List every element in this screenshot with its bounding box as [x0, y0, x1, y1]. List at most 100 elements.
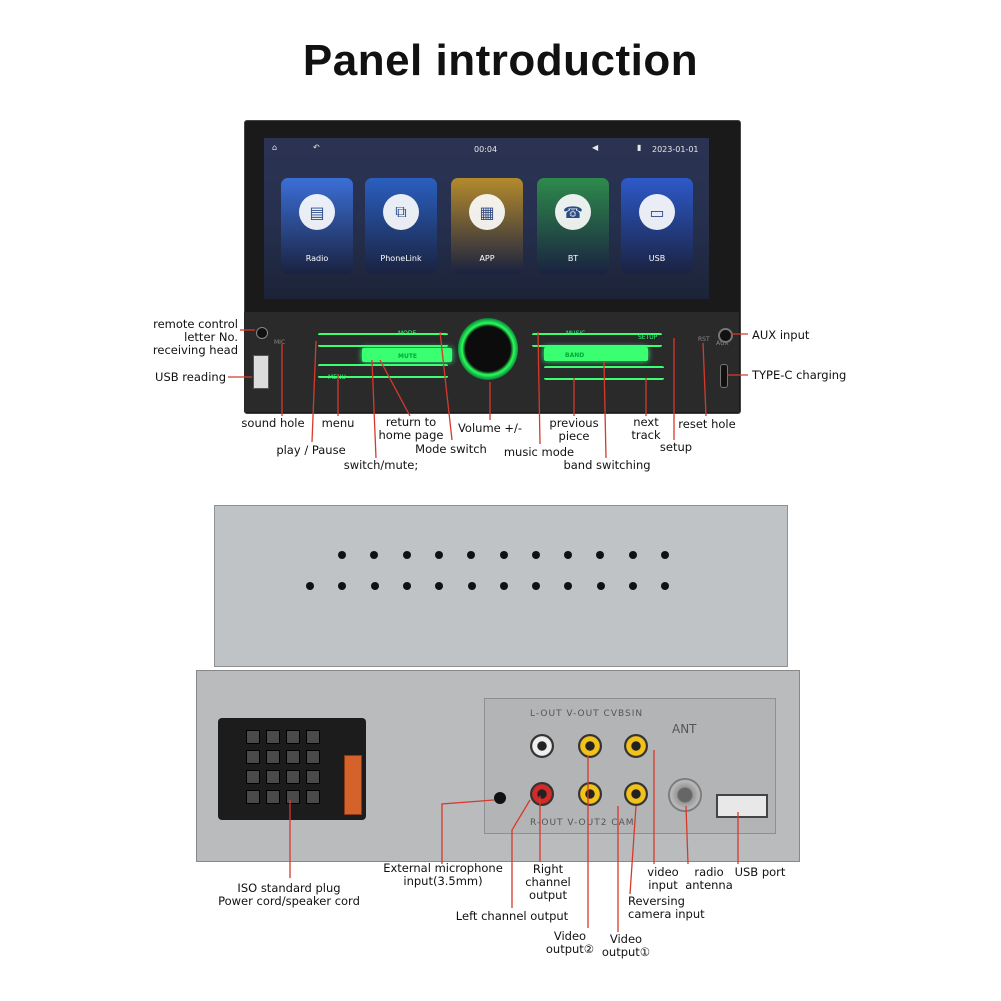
app-tile-app[interactable]: ▦ APP: [451, 178, 523, 274]
vent-hole: [661, 582, 670, 590]
status-date: 2023-01-01: [652, 145, 699, 154]
aux-jack[interactable]: [718, 328, 733, 343]
vent-hole: [370, 551, 379, 559]
vent-hole: [499, 551, 508, 559]
label-remote: remote control letter No. receiving head: [152, 317, 238, 357]
label-usb-port: USB port: [734, 865, 786, 879]
iso-pin: [306, 790, 320, 804]
page-title: Panel introduction: [302, 36, 699, 85]
label-aux-input: AUX input: [752, 328, 810, 342]
rca-camera-in[interactable]: [624, 782, 648, 806]
label-play-pause: play / Pause: [276, 443, 346, 457]
usb-icon: ▭: [639, 194, 675, 230]
home-icon[interactable]: ⌂: [272, 143, 278, 152]
usb-port[interactable]: [716, 794, 768, 818]
label-video2: Video output②: [545, 929, 595, 956]
io-top-marks: L-OUT V-OUT CVBSIN: [530, 709, 644, 719]
label-usb-reading: USB reading: [155, 370, 226, 384]
label-setup: setup: [659, 440, 693, 454]
setup-tag: SETUP: [638, 334, 658, 341]
vent-hole: [629, 582, 637, 590]
label-volume: Volume +/-: [457, 421, 523, 435]
app-label: APP: [479, 254, 495, 263]
app-grid-icon: ▦: [469, 194, 505, 230]
vent-hole: [661, 551, 669, 559]
vent-hole: [306, 582, 314, 590]
rca-left-out[interactable]: [530, 734, 554, 758]
vent-hole: [467, 582, 476, 590]
vent-hole: [338, 551, 346, 559]
label-menu: menu: [321, 416, 355, 430]
vent-hole: [434, 551, 443, 559]
label-reversing: Reversing camera input: [628, 894, 705, 921]
iso-pin: [266, 770, 280, 784]
iso-pin: [286, 730, 300, 744]
usb-slot[interactable]: [253, 355, 269, 389]
rca-video-out2[interactable]: [578, 734, 602, 758]
vent-hole: [370, 582, 379, 590]
rca-video-in[interactable]: [624, 734, 648, 758]
label-band-switching: band switching: [563, 458, 651, 472]
back-icon[interactable]: ↶: [313, 143, 320, 152]
iso-pin: [286, 770, 300, 784]
vent-hole: [596, 551, 605, 559]
iso-pin: [306, 750, 320, 764]
band-tag: BAND: [565, 352, 585, 359]
app-label: BT: [567, 254, 579, 263]
mute-tag: MUTE: [398, 353, 418, 360]
mic-jack[interactable]: [494, 792, 506, 804]
vent-hole: [596, 582, 605, 590]
vent-hole: [564, 551, 573, 559]
vent-hole: [467, 551, 476, 559]
mode-tag: MODE: [398, 330, 417, 337]
app-tile-usb[interactable]: ▭ USB: [621, 178, 693, 274]
label-sound-hole: sound hole: [241, 416, 305, 430]
iso-pin: [246, 730, 260, 744]
radio-icon: ▤: [299, 194, 335, 230]
label-radio-antenna: radio antenna: [685, 865, 733, 892]
vent-hole: [435, 582, 444, 590]
iso-pin: [246, 750, 260, 764]
band-button[interactable]: [544, 347, 648, 361]
rca-right-out[interactable]: [530, 782, 554, 806]
label-iso: ISO standard plug Power cord/speaker cor…: [218, 881, 360, 908]
vent-hole: [628, 551, 637, 559]
mute-button[interactable]: [362, 348, 452, 362]
rst-tag: RST: [698, 336, 710, 343]
vent-hole: [531, 551, 540, 559]
music-button[interactable]: [532, 333, 662, 347]
typec-port[interactable]: [720, 364, 728, 388]
phonelink-icon: ⧉: [383, 194, 419, 230]
music-tag: MUSIC: [566, 330, 586, 337]
rca-video-out1[interactable]: [578, 782, 602, 806]
menu-tag: MENU: [328, 374, 346, 381]
volume-knob[interactable]: [458, 318, 518, 380]
app-tile-phonelink[interactable]: ⧉ PhoneLink: [365, 178, 437, 274]
label-typec: TYPE-C charging: [752, 368, 847, 382]
volume-icon: ◀: [592, 143, 599, 152]
aux-tag: AUX: [716, 340, 729, 347]
iso-pin: [246, 790, 260, 804]
io-bottom-marks: R-OUT V-OUT2 CAM: [530, 818, 635, 828]
app-tile-bt[interactable]: ☎ BT: [537, 178, 609, 274]
vent-hole: [338, 582, 347, 590]
label-video1: Video output①: [601, 932, 651, 959]
antenna-socket[interactable]: [668, 778, 702, 812]
vent-hole: [564, 582, 573, 590]
app-label: PhoneLink: [380, 254, 422, 263]
vent-hole: [402, 582, 411, 590]
iso-pin: [306, 730, 320, 744]
vent-hole: [402, 551, 411, 559]
app-tile-radio[interactable]: ▤ Radio: [281, 178, 353, 274]
play-pause-button[interactable]: [318, 333, 448, 347]
label-return-home: return to home page: [378, 415, 444, 442]
app-label: USB: [648, 254, 666, 263]
label-mode-switch: Mode switch: [415, 442, 487, 456]
label-video-input: video input: [647, 865, 679, 892]
label-reset: reset hole: [678, 417, 736, 431]
iso-pin: [306, 770, 320, 784]
status-time: 00:04: [474, 145, 498, 154]
label-left-channel: Left channel output: [455, 909, 569, 923]
label-music-mode: music mode: [503, 445, 575, 459]
